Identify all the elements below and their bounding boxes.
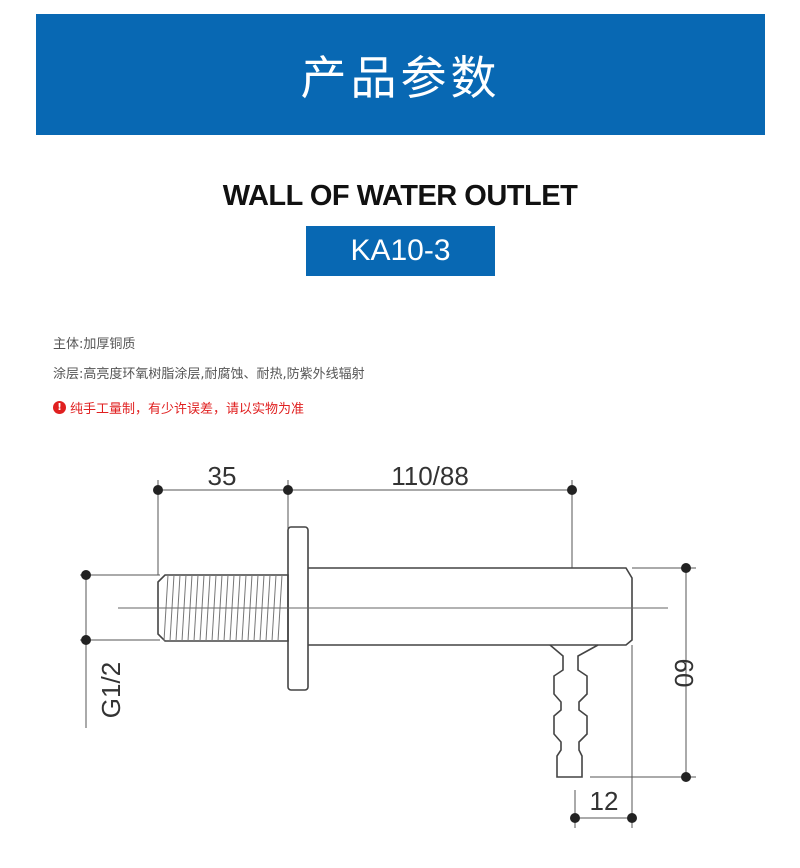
dimension-nozzle-width: 12	[590, 786, 619, 816]
technical-drawing: 35 110/88 G1/2 60 12	[80, 461, 699, 828]
outlet-part	[157, 526, 633, 778]
spec-coating: 涂层:高亮度环氧树脂涂层,耐腐蚀、耐热,防紫外线辐射	[53, 367, 365, 382]
model-badge: KA10-3	[306, 226, 495, 276]
model-number: KA10-3	[350, 234, 451, 267]
warning-icon: !	[53, 401, 66, 414]
dimension-thread-length: 35	[208, 461, 237, 491]
dimension-height: 60	[669, 659, 699, 688]
disclaimer-text: 纯手工量制，有少许误差，请以实物为准	[70, 402, 305, 417]
product-name: WALL OF WATER OUTLET	[222, 180, 578, 212]
dimension-body-length: 110/88	[391, 461, 469, 491]
dimension-lines	[80, 480, 696, 828]
spec-body-material: 主体:加厚铜质	[53, 337, 136, 352]
banner-title: 产品参数	[300, 50, 501, 105]
dimension-markers	[81, 485, 691, 823]
disclaimer-note: ! 纯手工量制，有少许误差，请以实物为准	[53, 398, 304, 417]
dimension-thread-size: G1/2	[96, 662, 126, 718]
header-banner: 产品参数	[36, 14, 765, 135]
